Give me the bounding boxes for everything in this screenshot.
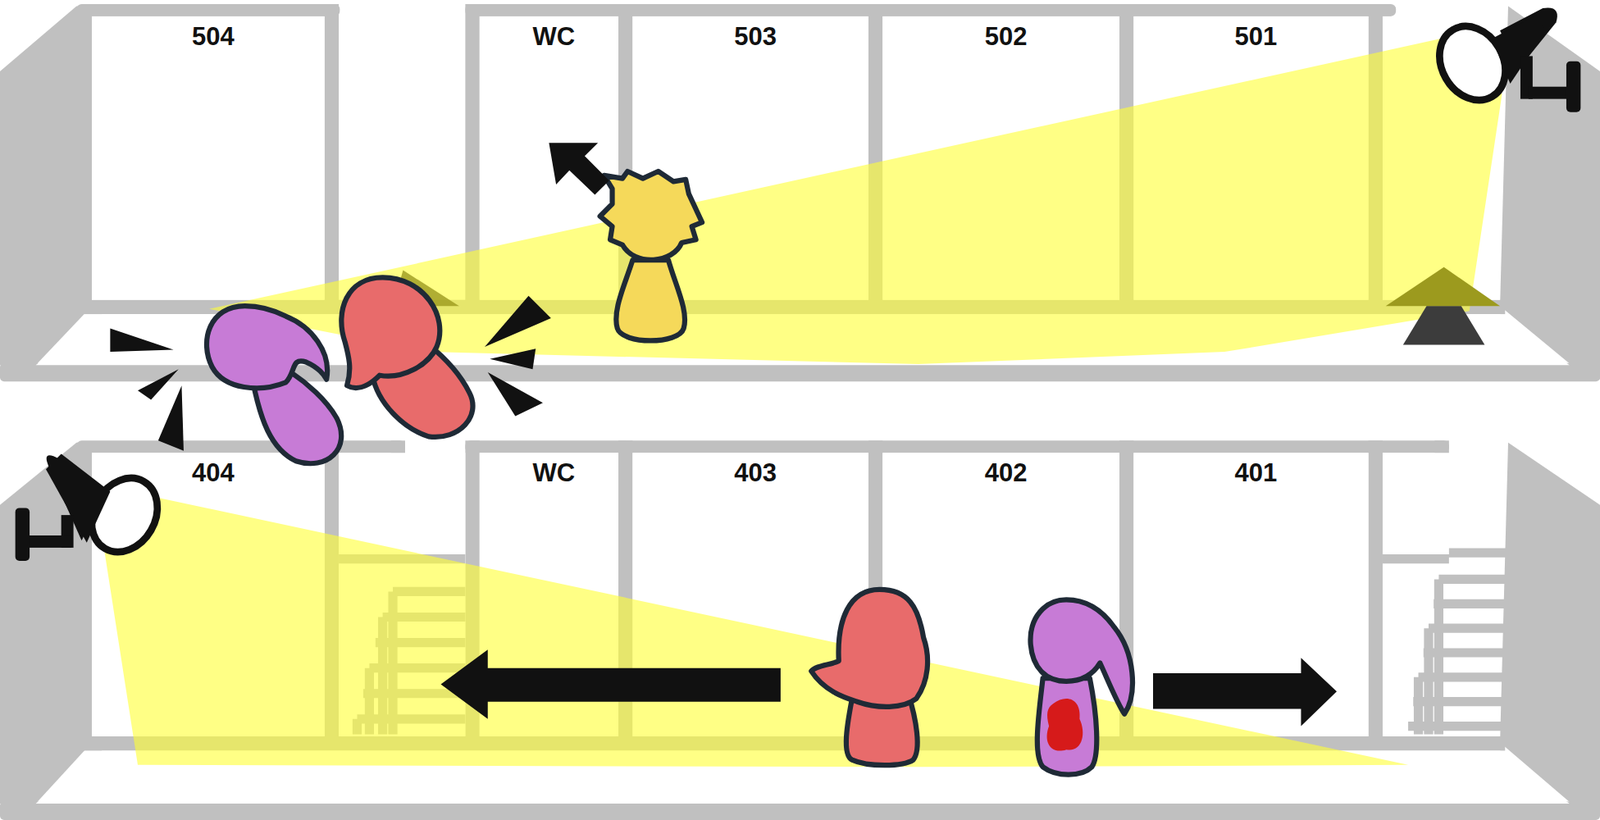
camera bbox=[15, 453, 171, 564]
person-yellow bbox=[600, 171, 702, 341]
camera-view-cone bbox=[104, 487, 1409, 768]
room-door: WC bbox=[479, 452, 629, 737]
room-number: WC bbox=[479, 16, 629, 51]
room-door: 504 bbox=[91, 16, 335, 301]
room-door: 403 bbox=[632, 452, 878, 737]
bottom-floor-structure bbox=[0, 440, 1600, 820]
room-door: 401 bbox=[1133, 452, 1378, 737]
room-number: WC bbox=[479, 452, 629, 488]
room-number: 403 bbox=[632, 452, 878, 488]
room-number: 502 bbox=[882, 16, 1130, 51]
direction-arrow bbox=[548, 142, 609, 195]
room-door: 404 bbox=[91, 452, 335, 737]
direction-arrow bbox=[1153, 657, 1337, 726]
person-red-fleeing bbox=[811, 589, 928, 766]
room-door: WC bbox=[479, 16, 629, 301]
room-number: 402 bbox=[882, 452, 1130, 488]
marker bbox=[1385, 267, 1500, 306]
room-door: 501 bbox=[1133, 16, 1378, 301]
room-door: 402 bbox=[882, 452, 1130, 737]
camera bbox=[1426, 7, 1581, 112]
room-door: 503 bbox=[632, 16, 878, 301]
impact-marks bbox=[109, 296, 552, 452]
person-purple-fighting bbox=[206, 305, 342, 464]
person-purple-wounded bbox=[1030, 599, 1133, 775]
room-door: 502 bbox=[882, 16, 1130, 301]
room-number: 501 bbox=[1133, 16, 1378, 51]
room-number: 503 bbox=[632, 16, 878, 51]
room-number: 504 bbox=[91, 16, 335, 51]
marker bbox=[1403, 305, 1486, 345]
direction-arrow bbox=[441, 649, 781, 720]
person-red-fighting bbox=[341, 277, 473, 438]
room-number: 401 bbox=[1133, 452, 1378, 488]
room-number: 404 bbox=[91, 452, 335, 488]
